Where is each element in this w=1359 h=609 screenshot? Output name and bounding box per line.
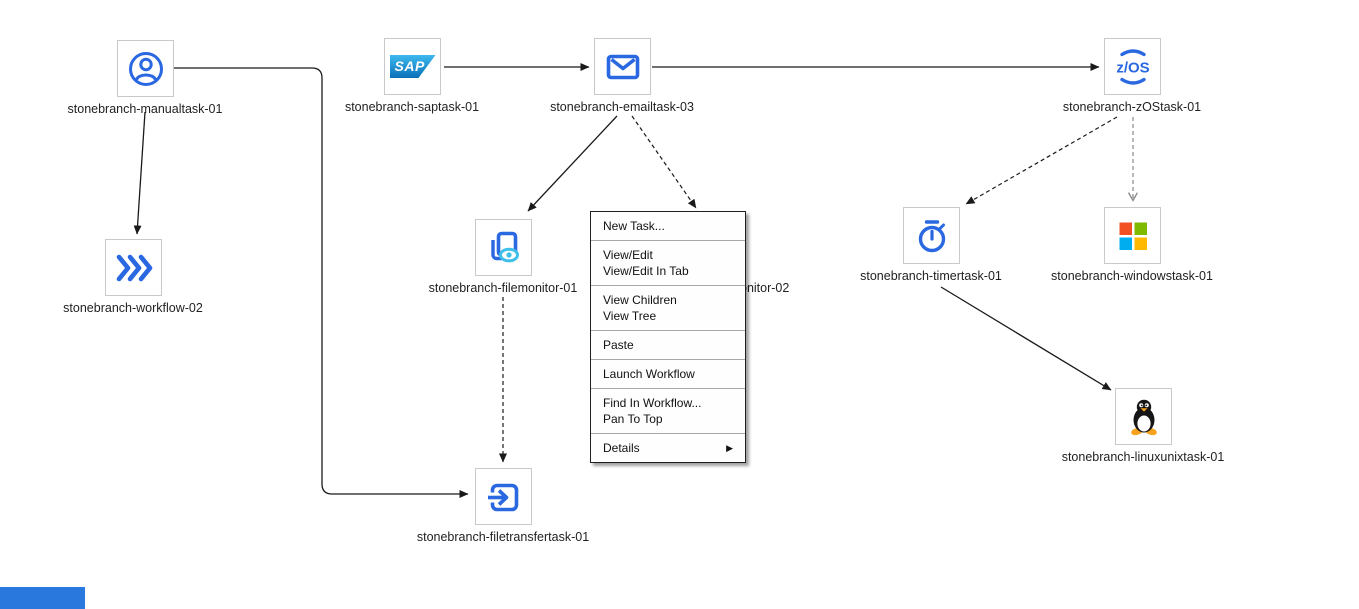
menu-group: New Task... (591, 212, 745, 240)
bottom-left-panel-fragment (0, 587, 85, 609)
task-label-workflow-02: stonebranch-workflow-02 (63, 301, 203, 315)
email-envelope-icon (606, 54, 639, 79)
linux-tux-icon (1130, 399, 1157, 435)
task-label-manualtask-01: stonebranch-manualtask-01 (67, 102, 223, 116)
windows-logo-icon (1119, 222, 1147, 250)
zos-icon: z/OS (1116, 48, 1149, 85)
task-label-linuxunixtask-01: stonebranch-linuxunixtask-01 (1061, 450, 1225, 464)
task-node-linuxunixtask-01[interactable] (1115, 388, 1172, 445)
task-node-timertask-01[interactable] (903, 207, 960, 264)
file-monitor-icon (490, 231, 519, 262)
edge-email-to-filemonitor2[interactable] (631, 115, 697, 209)
edge-timer-to-linux[interactable] (940, 286, 1112, 391)
edge-email-to-filemonitor1[interactable] (527, 115, 618, 212)
menu-item-view-edit-in-tab[interactable]: View/Edit In Tab (603, 264, 689, 278)
menu-group: Launch Workflow (591, 359, 745, 388)
task-node-filetransfertask-01[interactable] (475, 468, 532, 525)
task-node-windowstask-01[interactable] (1104, 207, 1161, 264)
menu-group: Details ▶ (591, 433, 745, 462)
task-label-filetransfertask-01: stonebranch-filetransfertask-01 (416, 530, 590, 544)
menu-item-view-tree[interactable]: View Tree (603, 309, 657, 323)
menu-item-find-in-workflow[interactable]: Find In Workflow... (603, 396, 702, 410)
menu-group: Paste (591, 330, 745, 359)
task-label-windowstask-01: stonebranch-windowstask-01 (1051, 269, 1213, 283)
task-label-emailtask-03: stonebranch-emailtask-03 (550, 100, 694, 114)
menu-group: View Children View Tree (591, 285, 745, 330)
task-label-saptask-01: stonebranch-saptask-01 (344, 100, 480, 114)
task-node-emailtask-03[interactable] (594, 38, 651, 95)
menu-item-pan-to-top[interactable]: Pan To Top (603, 412, 663, 426)
menu-group: Find In Workflow... Pan To Top (591, 388, 745, 433)
task-label-filemonitor-01: stonebranch-filemonitor-01 (428, 281, 578, 295)
edge-manual-to-workflow[interactable] (133, 111, 146, 235)
task-label-timertask-01: stonebranch-timertask-01 (860, 269, 1002, 283)
menu-group: View/Edit View/Edit In Tab (591, 240, 745, 285)
edge-zos-to-timer[interactable] (965, 116, 1118, 205)
manual-task-icon (128, 51, 163, 86)
menu-item-details[interactable]: Details ▶ (603, 441, 733, 455)
file-transfer-icon (487, 483, 518, 511)
task-node-zostask-01[interactable]: z/OS (1104, 38, 1161, 95)
workflow-chevrons-icon (116, 254, 152, 281)
sap-logo-icon: SAP (389, 55, 436, 78)
task-label-zostask-01: stonebranch-zOStask-01 (1062, 100, 1202, 114)
task-node-saptask-01[interactable]: SAP (384, 38, 441, 95)
menu-item-new-task[interactable]: New Task... (603, 219, 665, 233)
menu-item-view-edit[interactable]: View/Edit (603, 248, 653, 262)
menu-item-paste[interactable]: Paste (603, 338, 634, 352)
menu-item-view-children[interactable]: View Children (603, 293, 677, 307)
task-node-workflow-02[interactable] (105, 239, 162, 296)
svg-text:z/OS: z/OS (1116, 59, 1149, 76)
task-node-manualtask-01[interactable] (117, 40, 174, 97)
menu-item-launch-workflow[interactable]: Launch Workflow (603, 367, 695, 381)
context-menu: New Task... View/Edit View/Edit In Tab V… (590, 211, 746, 463)
task-node-filemonitor-01[interactable] (475, 219, 532, 276)
submenu-arrow-icon: ▶ (726, 443, 733, 453)
timer-stopwatch-icon (918, 219, 945, 252)
